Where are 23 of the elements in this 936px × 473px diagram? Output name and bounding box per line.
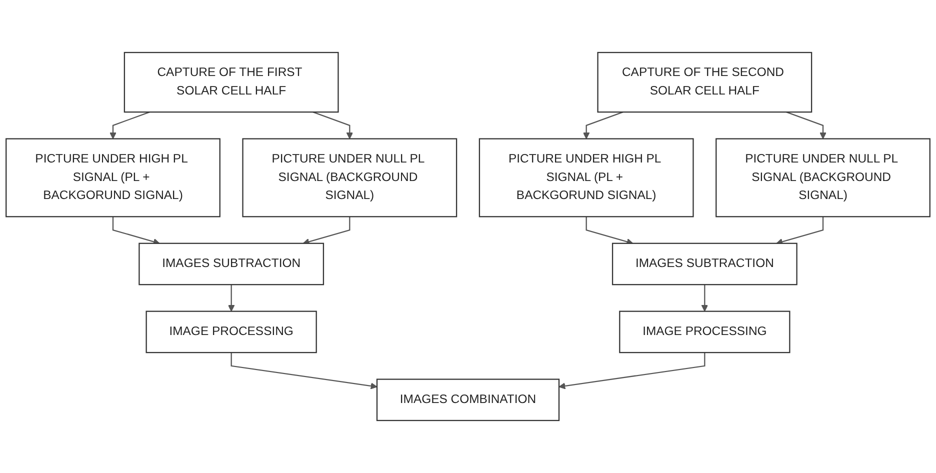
arrow	[558, 352, 706, 390]
node-box: CAPTURE OF THE SECOND SOLAR CELL HALF	[597, 52, 812, 113]
arrow	[701, 284, 708, 312]
arrow	[228, 284, 235, 312]
node-box: IMAGE PROCESSING	[146, 310, 317, 354]
arrow	[110, 112, 150, 140]
arrow	[302, 216, 350, 245]
node-box: PICTURE UNDER NULL PL SIGNAL (BACKGROUND SIGNAL)	[716, 138, 930, 218]
arrow	[586, 216, 634, 245]
arrow	[112, 216, 160, 245]
arrow	[230, 352, 378, 390]
node-box: PICTURE UNDER HIGH PL SIGNAL (PL + BACKGORUND SIGNAL)	[6, 138, 220, 218]
node-box: IMAGE PROCESSING	[619, 310, 790, 354]
node-box: PICTURE UNDER HIGH PL SIGNAL (PL + BACKGORUND SIGNAL)	[478, 138, 694, 218]
node-box: IMAGES SUBTRACTION	[612, 242, 798, 286]
arrow	[582, 112, 624, 140]
node-box: IMAGES SUBTRACTION	[138, 242, 324, 286]
arrow	[786, 112, 826, 140]
node-box: PICTURE UNDER NULL PL SIGNAL (BACKGROUND SIGNAL)	[242, 138, 458, 218]
arrow	[312, 112, 354, 140]
node-box: CAPTURE OF THE FIRST SOLAR CELL HALF	[124, 52, 339, 113]
arrow	[776, 216, 824, 245]
node-box: IMAGES COMBINATION	[376, 378, 560, 422]
